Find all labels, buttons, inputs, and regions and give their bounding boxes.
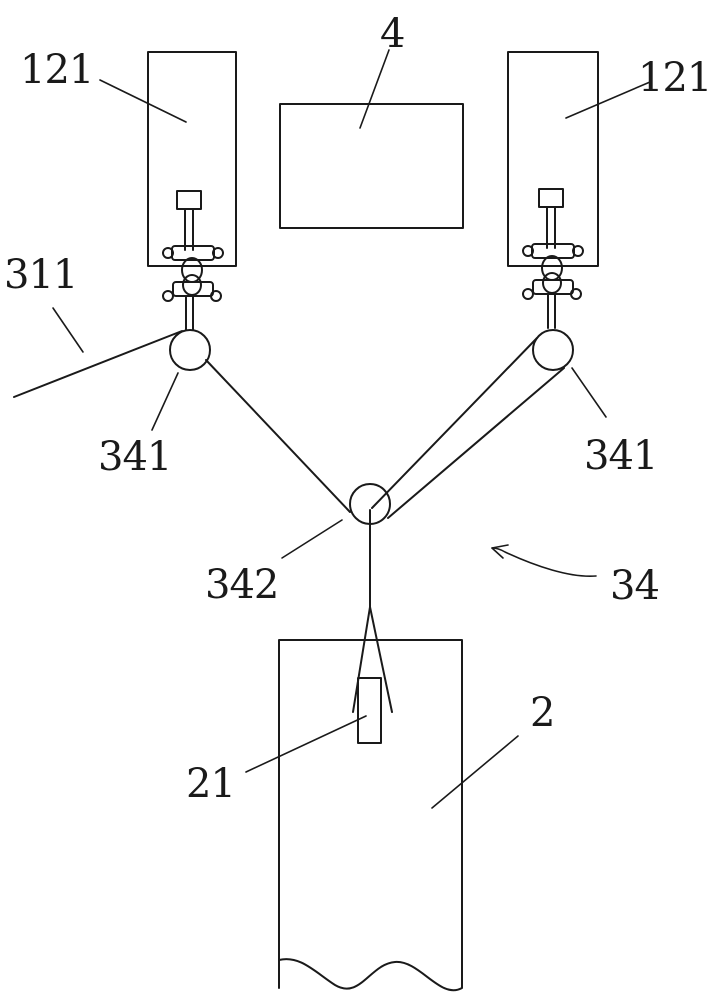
label-sling-assembly: 34: [610, 563, 660, 609]
label-frame-left: 121: [20, 47, 94, 93]
label-frame-right: 121: [638, 55, 712, 101]
label-lifting-lug: 21: [186, 761, 236, 807]
rope-system: [13, 330, 565, 713]
right-shackle-assembly: [522, 243, 584, 329]
left-pulley-341: [169, 329, 211, 371]
leader-lines: [52, 49, 651, 809]
label-rope-left: 311: [4, 252, 78, 298]
right-pulley-341: [532, 329, 574, 371]
right-frame-121: [507, 51, 599, 267]
label-pulley-left: 341: [98, 434, 172, 480]
label-pulley-center: 342: [205, 562, 279, 608]
left-frame-121: [147, 51, 237, 267]
left-shackle-assembly: [162, 245, 224, 331]
box-4: [279, 103, 464, 229]
label-panel: 2: [530, 690, 555, 736]
lifting-lug-21: [357, 677, 382, 744]
panel-2: [278, 639, 463, 992]
label-box-top: 4: [380, 11, 405, 57]
label-pulley-right: 341: [584, 433, 658, 479]
